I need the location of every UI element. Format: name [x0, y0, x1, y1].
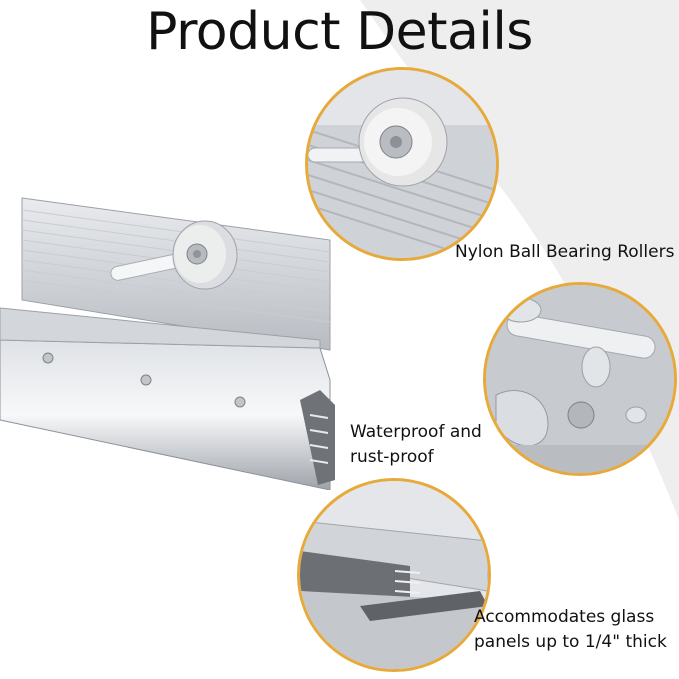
feature-label-glass-line1: Accommodates glass — [474, 607, 655, 627]
feature-label-waterproof-line1: Waterproof and — [350, 422, 482, 442]
feature-label-glass-line2: panels up to 1/4" thick — [474, 632, 667, 652]
roller-closeup-image — [305, 67, 499, 261]
feature-label-rollers: Nylon Ball Bearing Rollers — [455, 242, 675, 262]
product-image — [0, 190, 345, 490]
page-title: Product Details — [146, 2, 533, 62]
water-droplets-closeup-image — [483, 282, 677, 476]
feature-label-waterproof: Waterproof and rust-proof — [350, 420, 482, 470]
feature-label-waterproof-line2: rust-proof — [350, 447, 434, 467]
glass-channel-closeup-image — [297, 478, 491, 672]
feature-label-glass-panels: Accommodates glass panels up to 1/4" thi… — [474, 605, 667, 655]
